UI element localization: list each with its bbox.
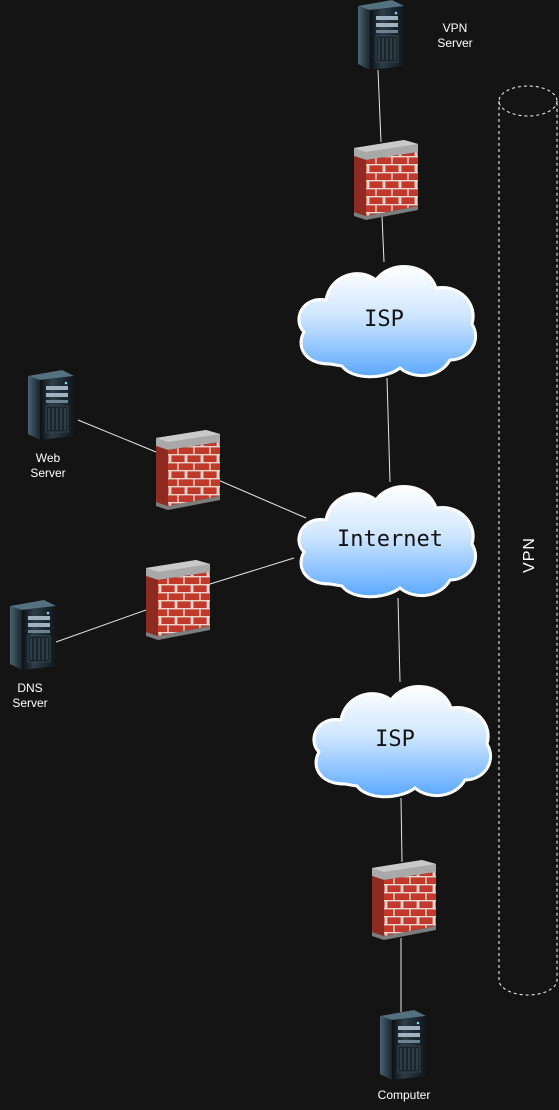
node-computer: Computer [378, 1010, 431, 1102]
connector-web-firewall-internet [217, 479, 307, 519]
brick-firewall-icon [146, 560, 210, 640]
vpn-tunnel-top-ellipse [498, 85, 558, 117]
connectors [55, 69, 403, 1012]
server-tower-icon [9, 600, 56, 670]
node-label-vpn-server-line2: Server [437, 36, 472, 50]
server-tower-icon [27, 370, 74, 440]
cloud-isp-bottom: ISP [312, 685, 493, 799]
vpn-tunnel-body [498, 101, 558, 996]
vpn-tunnel-label: VPN [521, 537, 538, 573]
connector-isp-bottom-firewall [400, 797, 403, 863]
connector-firewall-isp-top [381, 215, 385, 263]
cloud-isp-top: ISP [297, 265, 478, 379]
node-dns-server: DNS Server [9, 600, 56, 710]
node-label-dns-server-line1: DNS [17, 681, 42, 695]
connector-dns-firewall-internet [209, 557, 295, 585]
node-label-web-server-line1: Web [36, 451, 61, 465]
vpn-tunnel: VPN [498, 85, 558, 996]
node-web-server: Web Server [27, 370, 74, 480]
cloud-label-isp-bottom: ISP [375, 727, 415, 752]
node-label-vpn-server-line1: VPN [443, 21, 468, 35]
node-label-dns-server-line2: Server [12, 696, 47, 710]
node-label-computer: Computer [378, 1088, 431, 1102]
node-label-web-server-line2: Server [30, 466, 65, 480]
connector-isp-top-internet [386, 377, 391, 483]
cloud-label-internet: Internet [337, 527, 443, 552]
connector-web-server-firewall [77, 419, 157, 453]
connector-internet-isp-bottom [397, 597, 401, 683]
node-vpn-server: VPN Server [357, 0, 473, 70]
server-tower-icon [357, 0, 404, 70]
cloud-label-isp-top: ISP [364, 307, 404, 332]
connector-vpn-server-firewall [377, 69, 382, 143]
connector-dns-server-firewall [55, 609, 147, 643]
brick-firewall-icon [156, 430, 220, 510]
brick-firewall-icon [372, 860, 436, 940]
server-tower-icon [379, 1010, 426, 1080]
cloud-internet: Internet [297, 485, 478, 599]
brick-firewall-icon [354, 140, 418, 220]
